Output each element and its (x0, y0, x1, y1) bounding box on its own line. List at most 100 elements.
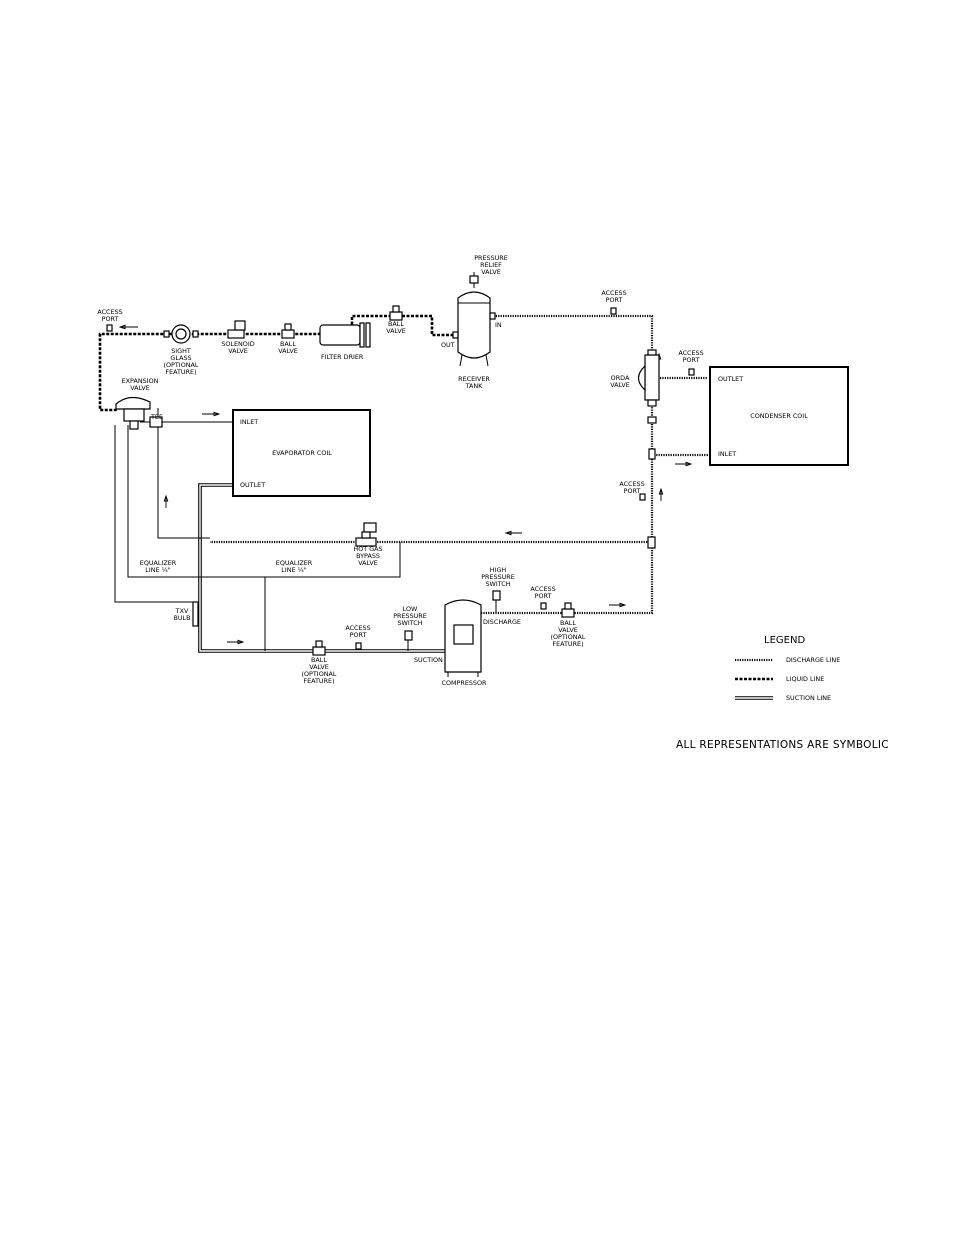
svg-text:FEATURE): FEATURE) (552, 640, 583, 648)
orda-valve (637, 349, 660, 549)
svg-text:SWITCH: SWITCH (397, 619, 422, 627)
access-port-suction (355, 642, 362, 650)
svg-text:VALVE: VALVE (309, 663, 329, 671)
svg-text:VALVE: VALVE (278, 347, 298, 355)
arrow-left (118, 324, 138, 330)
svg-text:(OPTIONAL: (OPTIONAL (302, 670, 337, 678)
svg-text:PORT: PORT (350, 631, 367, 639)
svg-text:BYPASS: BYPASS (356, 552, 380, 560)
access-port-discharge (540, 602, 547, 610)
svg-text:HIGH: HIGH (490, 566, 507, 574)
hot-gas-bypass-valve (355, 522, 377, 547)
svg-text:BALL: BALL (560, 619, 576, 627)
svg-text:PRESSURE: PRESSURE (481, 573, 515, 581)
svg-text:PORT: PORT (606, 296, 623, 304)
svg-text:VALVE: VALVE (386, 327, 406, 335)
ball-valve-discharge (561, 602, 575, 618)
svg-text:FEATURE): FEATURE) (165, 368, 196, 376)
svg-text:LINE ¼": LINE ¼" (145, 566, 170, 574)
low-pressure-switch (404, 630, 413, 651)
arrow-right (227, 639, 245, 645)
svg-text:DISCHARGE: DISCHARGE (483, 618, 521, 626)
arrow-left (504, 530, 522, 536)
svg-text:VALVE: VALVE (228, 347, 248, 355)
svg-text:PORT: PORT (102, 315, 119, 323)
svg-text:VALVE: VALVE (358, 559, 378, 567)
svg-text:(OPTIONAL: (OPTIONAL (551, 633, 586, 641)
svg-text:BULB: BULB (173, 614, 190, 622)
svg-text:EQUALIZER: EQUALIZER (140, 559, 177, 567)
svg-text:PORT: PORT (624, 487, 641, 495)
svg-text:ACCESS: ACCESS (678, 349, 703, 357)
svg-text:CONDENSER COIL: CONDENSER COIL (750, 412, 808, 420)
svg-text:FILTER DRIER: FILTER DRIER (321, 353, 364, 361)
arrow-right (675, 461, 693, 467)
svg-text:ACCESS: ACCESS (601, 289, 626, 297)
thin-lines (114, 408, 401, 651)
svg-text:COMPRESSOR: COMPRESSOR (442, 679, 487, 687)
sight-glass (163, 324, 199, 344)
svg-text:ACCESS: ACCESS (530, 585, 555, 593)
svg-text:EQUALIZER: EQUALIZER (276, 559, 313, 567)
svg-text:INLET: INLET (240, 418, 258, 426)
access-port-orda (688, 368, 695, 376)
expansion-valve (115, 396, 163, 430)
svg-text:TEE: TEE (150, 413, 163, 421)
labels: PRESSURE RELIEF VALVE ACCESS PORT ACCESS… (97, 254, 808, 687)
svg-text:SWITCH: SWITCH (485, 580, 510, 588)
symbolic-note: ALL REPRESENTATIONS ARE SYMBOLIC (676, 739, 889, 751)
svg-text:SOLENOID: SOLENOID (221, 340, 254, 348)
svg-text:ACCESS: ACCESS (619, 480, 644, 488)
svg-text:BALL: BALL (311, 656, 327, 664)
arrow-up (163, 494, 169, 508)
arrow-up (658, 487, 664, 501)
svg-text:BALL: BALL (280, 340, 296, 348)
svg-text:HOT GAS: HOT GAS (353, 545, 382, 553)
svg-text:OUTLET: OUTLET (240, 481, 265, 489)
svg-text:LINE ¼": LINE ¼" (281, 566, 306, 574)
legend-label-suction: SUCTION LINE (786, 694, 831, 702)
evaporator-coil-box (232, 409, 371, 497)
access-port-top-left (106, 324, 113, 332)
svg-text:ACCESS: ACCESS (345, 624, 370, 632)
svg-text:PRESSURE: PRESSURE (393, 612, 427, 620)
high-pressure-switch (492, 590, 501, 613)
receiver-tank (452, 272, 496, 367)
svg-text:VALVE: VALVE (481, 268, 501, 276)
arrow-right (202, 411, 221, 417)
svg-text:VALVE: VALVE (130, 384, 150, 392)
svg-text:SIGHT: SIGHT (171, 347, 191, 355)
svg-text:EVAPORATOR COIL: EVAPORATOR COIL (272, 449, 332, 457)
legend-label-discharge: DISCHARGE LINE (786, 656, 840, 664)
svg-text:TANK: TANK (465, 382, 484, 390)
access-port-top-right (610, 307, 617, 315)
svg-text:GLASS: GLASS (170, 354, 191, 362)
svg-text:RELIEF: RELIEF (480, 261, 502, 269)
svg-text:OUT: OUT (441, 341, 455, 349)
svg-text:SUCTION: SUCTION (414, 656, 443, 664)
svg-text:LOW: LOW (403, 605, 418, 613)
svg-text:PRESSURE: PRESSURE (474, 254, 508, 262)
svg-text:EXPANSION: EXPANSION (122, 377, 159, 385)
solenoid-valve (227, 320, 246, 339)
legend-label-liquid: LIQUID LINE (786, 675, 824, 683)
svg-text:VALVE: VALVE (610, 381, 630, 389)
svg-text:IN: IN (495, 321, 502, 329)
svg-text:(OPTIONAL: (OPTIONAL (164, 361, 199, 369)
svg-text:TXV: TXV (175, 607, 189, 615)
arrow-right (609, 602, 627, 608)
access-port-right-mid (639, 493, 646, 501)
compressor (444, 599, 482, 677)
svg-text:BALL: BALL (388, 320, 404, 328)
txv-bulb (192, 601, 199, 627)
svg-text:ACCESS: ACCESS (97, 308, 122, 316)
filter-drier (319, 322, 371, 348)
svg-text:RECEIVER: RECEIVER (458, 375, 490, 383)
legend: LEGEND DISCHARGE LINE LIQUID LINE SUCTIO… (735, 635, 840, 702)
ball-valve-top-2 (281, 323, 295, 339)
svg-text:FEATURE): FEATURE) (303, 677, 334, 685)
svg-text:PORT: PORT (535, 592, 552, 600)
condenser-coil-box (709, 366, 849, 466)
svg-text:ORDA: ORDA (611, 374, 630, 382)
